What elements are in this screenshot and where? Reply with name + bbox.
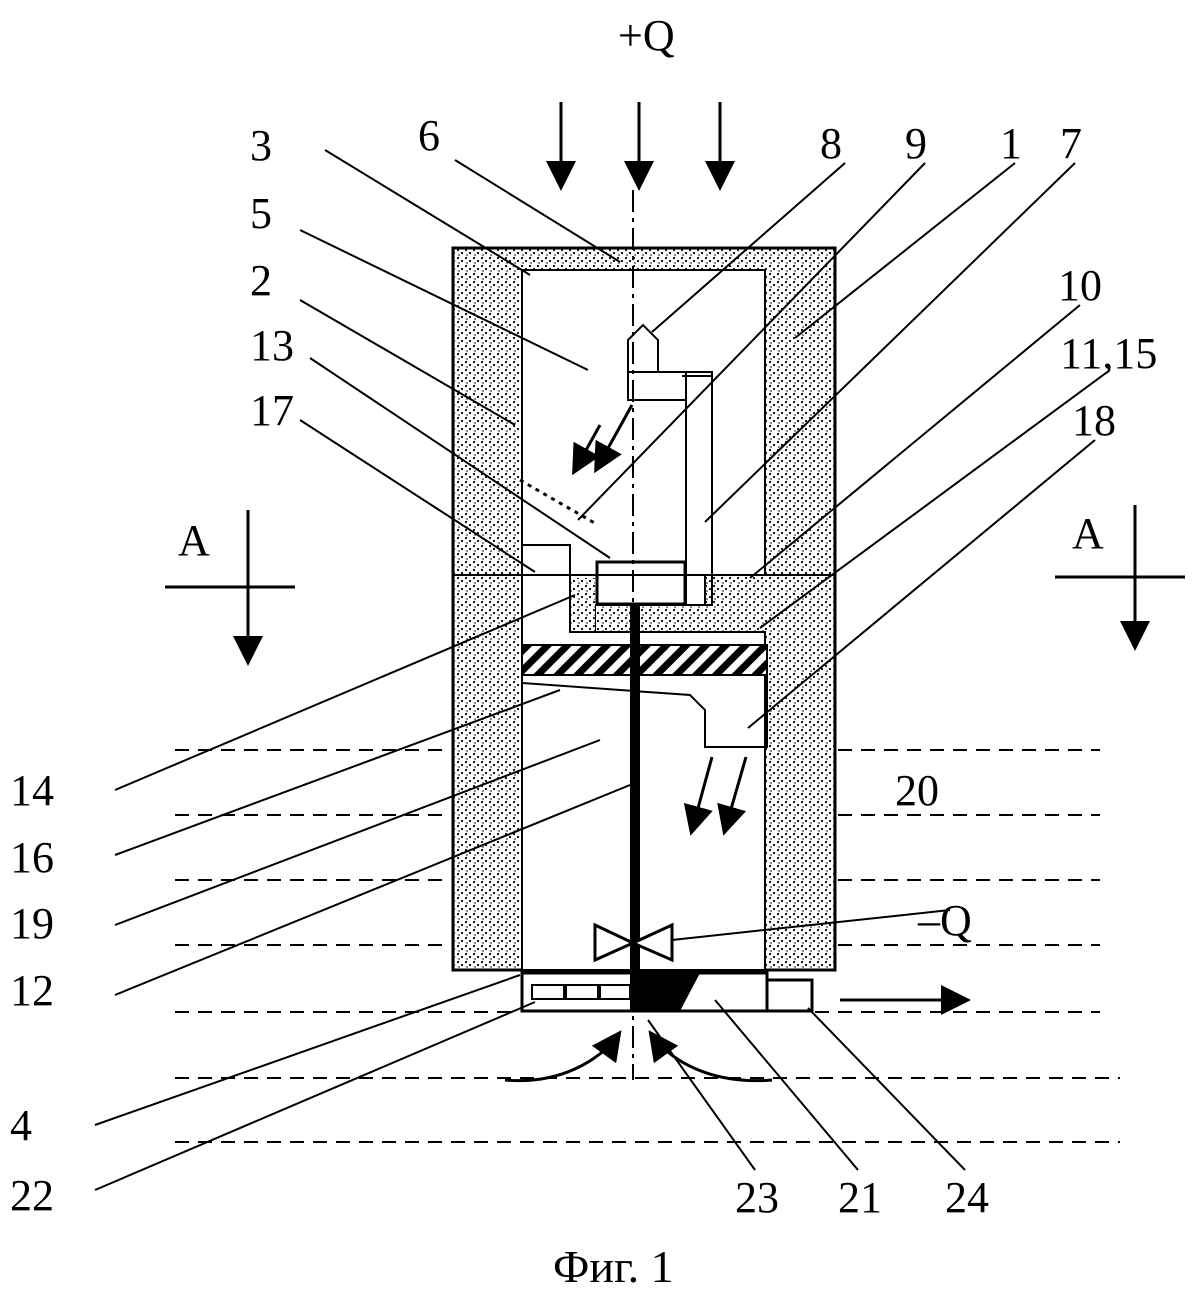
label-2: 2	[250, 256, 272, 305]
label-11-15: 11,15	[1060, 329, 1157, 378]
label-8: 8	[820, 119, 842, 168]
label-13: 13	[250, 321, 294, 370]
label-21: 21	[838, 1173, 882, 1222]
section-marker-right	[1055, 505, 1185, 651]
housing	[451, 246, 837, 972]
heat-output-label: –Q	[917, 896, 972, 945]
label-14: 14	[10, 766, 54, 815]
flow-arrows-lower	[683, 756, 748, 836]
intake-arrows	[504, 1030, 773, 1083]
label-23: 23	[735, 1173, 779, 1222]
label-12: 12	[10, 966, 54, 1015]
label-7: 7	[1060, 119, 1082, 168]
bottom-unit	[520, 971, 971, 1015]
label-19: 19	[10, 899, 54, 948]
leader-lines	[94, 149, 1111, 1191]
label-3: 3	[250, 121, 272, 170]
label-16: 16	[10, 833, 54, 882]
label-10: 10	[1058, 261, 1102, 310]
upper-assembly	[519, 323, 713, 606]
figure-caption: Фиг. 1	[553, 1241, 674, 1292]
heat-input-arrows	[546, 102, 735, 191]
middle-assembly	[521, 544, 768, 748]
label-4: 4	[10, 1101, 32, 1150]
section-marker-left	[165, 510, 295, 666]
part-labels: +Q –Q A A 3 6 8 9 1 7 5 2 13 17 10 11,15…	[10, 11, 1157, 1222]
label-17: 17	[250, 386, 294, 435]
label-6: 6	[418, 111, 440, 160]
label-24: 24	[945, 1173, 989, 1222]
shaft	[630, 605, 640, 1005]
label-5: 5	[250, 189, 272, 238]
flow-arrows-upper	[572, 404, 634, 476]
label-1: 1	[1000, 119, 1022, 168]
label-20: 20	[895, 766, 939, 815]
ground-lines	[175, 749, 1120, 1143]
label-18: 18	[1072, 396, 1116, 445]
heat-input-label: +Q	[618, 11, 675, 60]
label-22: 22	[10, 1171, 54, 1220]
valve-symbol	[593, 922, 674, 963]
label-9: 9	[905, 119, 927, 168]
section-label-right: A	[1072, 509, 1104, 558]
section-label-left: A	[178, 516, 210, 565]
